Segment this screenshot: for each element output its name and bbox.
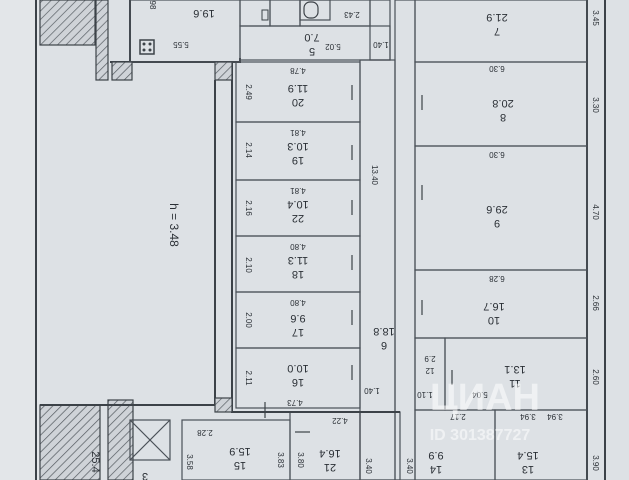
room-15-number: 15 <box>234 459 246 471</box>
dimension-label: 1.10 <box>417 390 433 399</box>
room-18-area: 11.3 <box>288 254 309 266</box>
dimension-label: 2.60 <box>591 369 600 385</box>
dimension-label: 4.80 <box>290 298 306 307</box>
dimension-label: 2.11 <box>244 371 253 387</box>
utility-rooms <box>239 0 391 61</box>
dimension-label: 5.04 <box>472 390 488 399</box>
room-22-number: 22 <box>292 212 304 224</box>
watermark-logo: ЦИАН <box>430 377 540 419</box>
dimension-label: 2.17 <box>450 412 466 421</box>
room-20-number: 20 <box>292 96 304 108</box>
dimension-label: 6.30 <box>489 64 505 73</box>
dimension-labels: 3.45 3.30 4.70 2.66 2.60 3.90 6.30 6.30 … <box>148 1 600 475</box>
room-20-area: 11.9 <box>288 82 309 94</box>
room-19-area: 10.3 <box>287 140 308 152</box>
room-10-number: 10 <box>488 314 500 326</box>
dimension-label: 2.10 <box>244 257 253 273</box>
room-15-area: 15.9 <box>229 445 250 457</box>
dimension-label: 2.66 <box>591 295 600 311</box>
room-3-area: 25.4 <box>89 451 101 472</box>
room-12-number: 12 <box>425 366 434 375</box>
right-rooms <box>414 0 588 480</box>
dimension-label: 6.28 <box>489 274 505 283</box>
dimension-label: 2.14 <box>244 142 253 158</box>
room-16-area: 10.0 <box>287 362 308 374</box>
room-13-number: 13 <box>522 463 534 475</box>
room-18-number: 18 <box>292 268 304 280</box>
room-21-area: 16.4 <box>319 447 340 459</box>
small-room-area: 2.43 <box>344 10 360 19</box>
dimension-label: 13.40 <box>370 165 379 186</box>
watermark: ЦИАН ID 301387727 <box>430 377 540 444</box>
room-16-number: 16 <box>292 376 304 388</box>
room-7-area: 21.9 <box>486 11 507 23</box>
room-1-area: 19.6 <box>193 7 214 19</box>
room-21-number: 21 <box>324 461 336 473</box>
room-13-area: 15.4 <box>517 449 538 461</box>
dimension-label: 2.00 <box>244 312 253 328</box>
dimension-label: 4.78 <box>290 66 306 75</box>
room-labels: 21.9 7 20.8 8 29.6 9 16.7 10 13.1 11 2.9… <box>89 7 539 480</box>
room-22-area: 10.4 <box>287 198 308 210</box>
watermark-id: ID 301387727 <box>430 427 531 444</box>
dimension-label: 3.30 <box>591 97 600 113</box>
dimension-label: 3.80 <box>296 452 305 468</box>
room-5-area: 7.0 <box>304 31 319 43</box>
dimension-label: 3.45 <box>591 10 600 26</box>
dimension-label: 6.30 <box>489 150 505 159</box>
dimension-label: 3.94 <box>547 412 563 421</box>
dimension-label: 98 <box>148 1 157 10</box>
room-14-number: 14 <box>430 463 442 475</box>
room-14-area: 9.9 <box>428 449 443 461</box>
dimension-label: 3.40 <box>364 458 373 474</box>
dimension-label: 3.90 <box>591 455 600 471</box>
dimension-label: 5.55 <box>173 40 189 49</box>
dimension-label: 3.58 <box>185 454 194 470</box>
dimension-label: 4.22 <box>332 416 348 425</box>
room-11-area: 13.1 <box>504 363 525 375</box>
dimension-label: 1.40 <box>364 386 380 395</box>
dimension-label: 4.80 <box>290 242 306 251</box>
ceiling-height-note: h = 3.48 <box>167 203 181 247</box>
dimension-label: 5.02 <box>325 42 341 51</box>
left-rooms <box>235 61 361 409</box>
room-5-number: 5 <box>309 45 315 57</box>
room-11-number: 11 <box>509 377 520 389</box>
room-9-number: 9 <box>494 217 500 229</box>
room-17-number: 17 <box>292 326 304 338</box>
dimension-label: 4.70 <box>591 204 600 220</box>
dimension-label: 4.81 <box>290 186 306 195</box>
dimension-label: 3.40 <box>405 458 414 474</box>
dimension-label: 2.49 <box>244 84 253 100</box>
corridor-number: 6 <box>381 339 387 351</box>
room-9-area: 29.6 <box>486 203 507 215</box>
room-8-number: 8 <box>500 111 506 123</box>
room-3-number: 3 <box>142 470 148 480</box>
room-17-area: 9.6 <box>290 312 305 324</box>
dimension-label: 2.28 <box>197 428 213 437</box>
dimension-label: 3.83 <box>276 452 285 468</box>
dimension-label: 1.40 <box>373 40 389 49</box>
dimension-label: 4.81 <box>290 128 306 137</box>
dimension-label: 2.16 <box>244 200 253 216</box>
room-12-area: 2.9 <box>424 354 436 363</box>
corridor-area: 18.8 <box>373 325 394 337</box>
room-10-area: 16.7 <box>483 300 504 312</box>
room-7-number: 7 <box>494 25 500 37</box>
dimension-label: 4.73 <box>287 398 303 407</box>
room-8-area: 20.8 <box>492 97 513 109</box>
room-19-number: 19 <box>292 154 304 166</box>
bottom-rooms <box>39 397 401 480</box>
stair-top-left <box>39 0 233 81</box>
dimension-label: 3.94 <box>520 412 536 421</box>
door-marks <box>264 85 453 433</box>
